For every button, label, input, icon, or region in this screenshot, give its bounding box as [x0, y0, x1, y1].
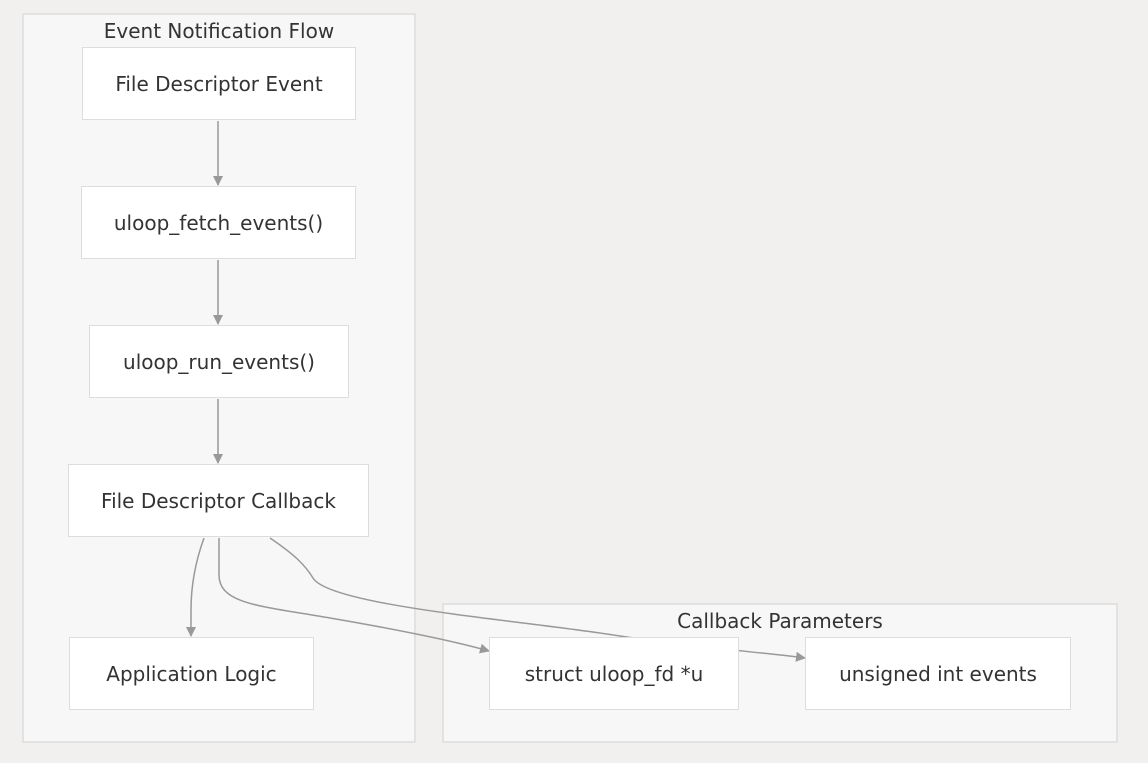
node-struct-uloop-fd-param[interactable]: struct uloop_fd *u	[489, 637, 739, 710]
node-unsigned-int-events-param[interactable]: unsigned int events	[805, 637, 1071, 710]
node-uloop-fetch-events[interactable]: uloop_fetch_events()	[81, 186, 356, 259]
node-file-descriptor-callback[interactable]: File Descriptor Callback	[68, 464, 369, 537]
cluster-title-event-notification-flow: Event Notification Flow	[103, 19, 335, 43]
node-file-descriptor-event[interactable]: File Descriptor Event	[82, 47, 356, 120]
cluster-title-callback-parameters: Callback Parameters	[677, 609, 883, 633]
node-uloop-run-events[interactable]: uloop_run_events()	[89, 325, 349, 398]
node-application-logic[interactable]: Application Logic	[69, 637, 314, 710]
